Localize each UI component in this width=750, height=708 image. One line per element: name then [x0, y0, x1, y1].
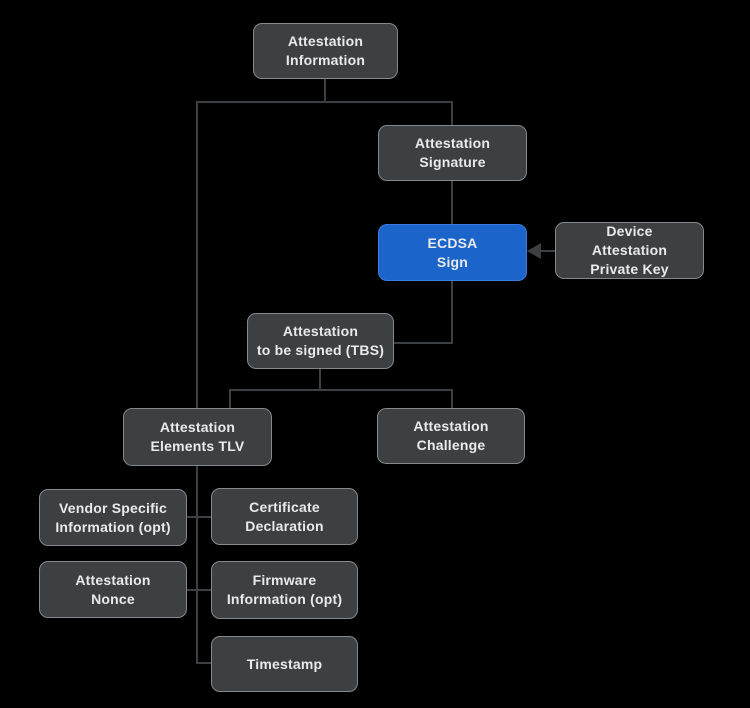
node-timestamp: Timestamp	[211, 636, 358, 692]
connector-elements-branch	[196, 466, 198, 664]
arrow-left-icon	[527, 243, 541, 259]
connector-tbs-split	[229, 389, 453, 391]
connector-timestamp-row	[196, 662, 212, 664]
connector-device-key-to-ecdsa	[539, 250, 555, 252]
node-ecdsa-sign: ECDSA Sign	[378, 224, 527, 281]
node-attestation-nonce: Attestation Nonce	[39, 561, 187, 618]
connector-vendor-certificate-row	[186, 516, 212, 518]
connector-to-signature	[451, 101, 453, 125]
node-attestation-information: Attestation Information	[253, 23, 398, 79]
node-firmware-information: Firmware Information (opt)	[211, 561, 358, 619]
connector-to-elements-tlv	[229, 389, 231, 408]
connector-information-split	[196, 101, 453, 103]
node-device-attestation-private-key: Device Attestation Private Key	[555, 222, 704, 279]
connector-left-branch	[196, 101, 198, 408]
node-attestation-to-be-signed-tbs: Attestation to be signed (TBS)	[247, 313, 394, 369]
connector-ecdsa-to-tbs	[394, 342, 453, 344]
connector-information-down	[324, 79, 326, 102]
connector-ecdsa-down	[451, 281, 453, 343]
node-certificate-declaration: Certificate Declaration	[211, 488, 358, 545]
node-attestation-elements-tlv: Attestation Elements TLV	[123, 408, 272, 466]
connector-to-challenge	[451, 389, 453, 408]
node-vendor-specific-information: Vendor Specific Information (opt)	[39, 489, 187, 546]
node-attestation-challenge: Attestation Challenge	[377, 408, 525, 464]
connector-tbs-down	[319, 369, 321, 391]
connector-nonce-firmware-row	[186, 589, 212, 591]
node-attestation-signature: Attestation Signature	[378, 125, 527, 181]
connector-signature-to-ecdsa	[451, 181, 453, 224]
